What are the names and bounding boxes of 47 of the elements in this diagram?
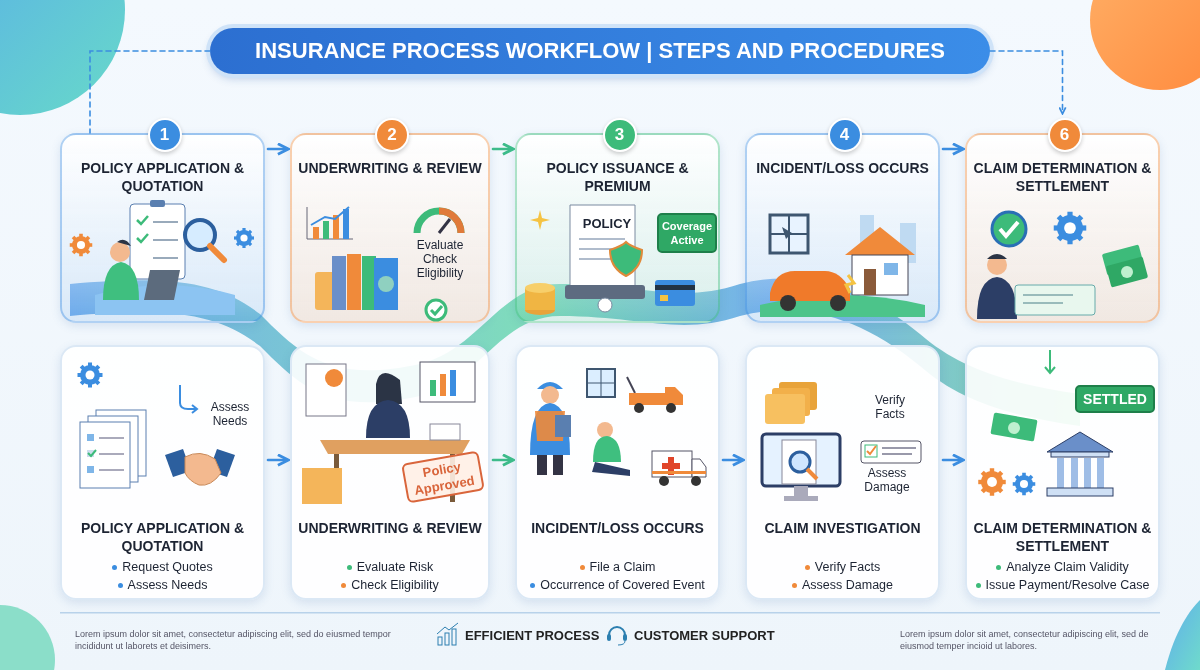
arrow [941,142,965,156]
step-heading: INCIDENT/LOSS OCCURS [530,519,705,537]
footer-note: Lorem ipsum dolor sit amet, consectetur adipiscing elit, sed de eiusmod temper incioid ut labores. [900,628,1150,652]
bullet-text: File a Claim [589,560,656,574]
bullet-text: Analyze Claim Validity [1006,560,1129,574]
illustration-caption: Assess Damage [863,466,911,494]
bullet-text: Verify Facts [814,560,881,574]
arrow [491,453,515,467]
step-heading: POLICY APPLICATION & QUOTATION [79,519,246,555]
step-number-badge: 6 [1047,118,1082,152]
document-title: POLICY [581,216,633,232]
step-heading: INCIDENT/LOSS OCCURS [755,159,930,177]
step-heading: POLICY ISSUANCE & PREMIUM [545,159,690,195]
step-heading: CLAIM DETERMINATION & SETTLEMENT [973,519,1152,555]
bullet-text: Issue Payment/Resolve Case [985,578,1150,592]
sign-board: Coverage Active [657,213,717,253]
step-number-badge: 3 [602,118,637,152]
arrow [491,142,515,156]
illustration-caption: Evaluate Check Eligibility [415,238,465,280]
bullet-text: Assess Needs [127,578,208,592]
arrow [941,453,965,467]
dashed-connector [989,50,1067,115]
step-heading: CLAIM INVESTIGATION [763,519,922,537]
step-card [965,345,1160,600]
bullet-text: Assess Damage [802,578,893,592]
step-number-badge: 1 [147,118,182,152]
footer-note: Lorem ipsum dolor sit amet, consectetur adipiscing elit, sed do eiusmed tempor incididunt ut laborets et deisimers. [75,628,392,652]
footer-feature-text: CUSTOMER SUPPORT [634,628,776,644]
arrow [266,142,290,156]
arrow [266,453,290,467]
illustration-caption: Assess Needs [209,400,251,428]
step-number-badge: 4 [827,118,862,152]
step-heading: CLAIM DETERMINATION & SETTLEMENT [973,159,1152,195]
step-number-badge: 2 [375,118,409,152]
sign-board: SETTLED [1075,385,1155,413]
bullet-text: Occurrence of Covered Event [540,578,705,592]
illustration-caption: Verify Facts [874,393,906,421]
arrow [721,453,745,467]
step-heading: POLICY APPLICATION & QUOTATION [79,159,246,195]
bullet-text: Check Eligibility [351,578,439,592]
step-heading: UNDERWRITING & REVIEW [298,159,482,177]
bullet-text: Evaluate Risk [356,560,434,574]
approval-stamp: Policy Approved [401,450,485,504]
dashed-connector [89,50,211,134]
bullet-text: Request Quotes [122,560,213,574]
step-heading: UNDERWRITING & REVIEW [298,519,482,537]
footer-feature-text: EFFICIENT PROCESS [465,628,601,644]
